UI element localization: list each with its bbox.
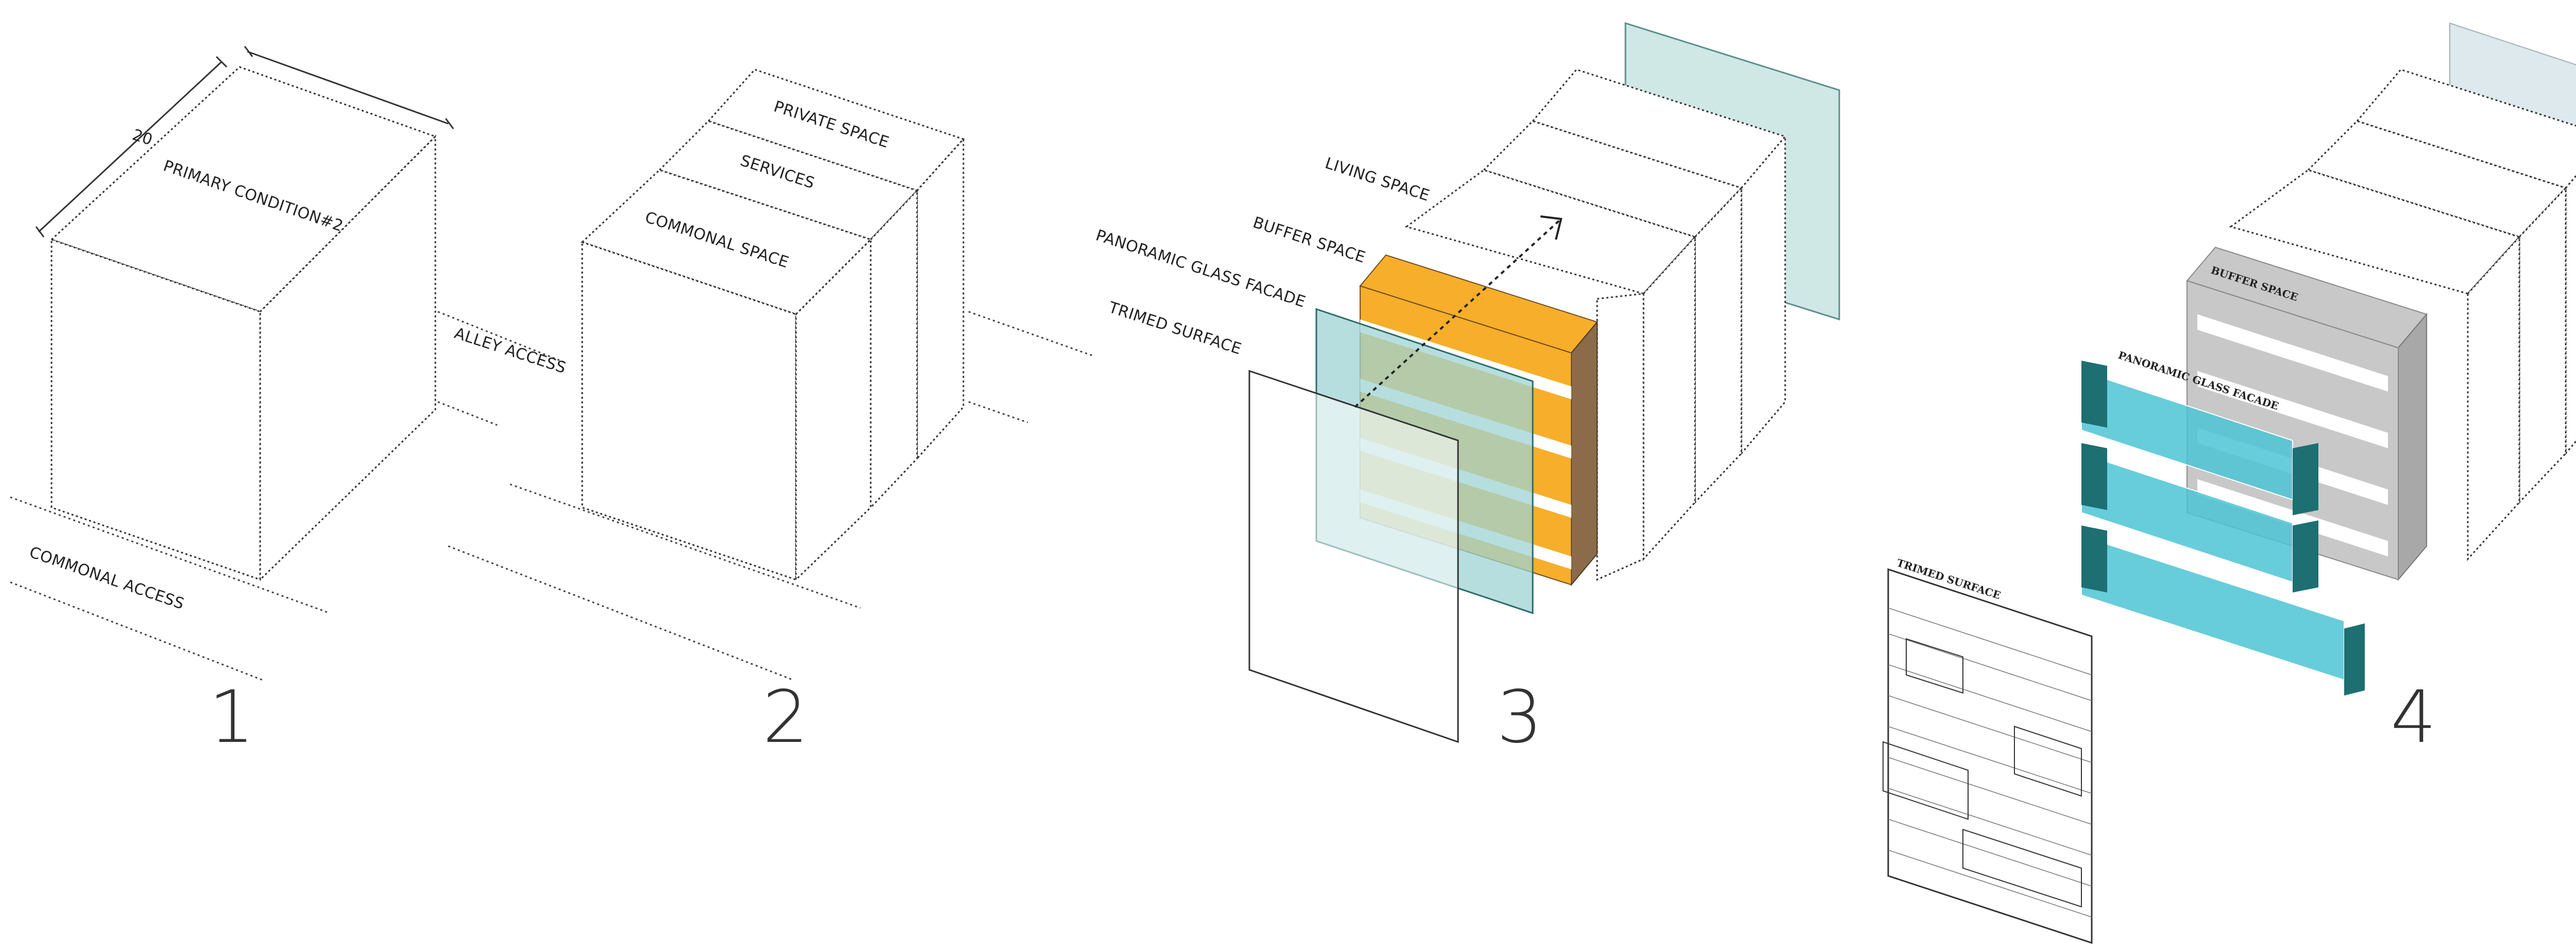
grey-frame-side: [2398, 313, 2427, 581]
living-block-2-side: [1694, 186, 1742, 504]
block-1-side: [259, 134, 436, 582]
commonal-space-side: [795, 238, 872, 582]
commonal-line-upper: [510, 483, 861, 609]
stage-number-3: 3: [1497, 675, 1543, 759]
living-space-label: LIVING SPACE: [1323, 154, 1432, 205]
living-block-3-side: [1642, 235, 1696, 561]
stage-number-2: 2: [762, 675, 808, 759]
commonal-line-lower: [448, 545, 794, 681]
stage-2: PRIVATE SPACE SERVICES COMMONAL SPACE AL…: [437, 69, 1093, 759]
alley-line-right-upper: [968, 311, 1093, 357]
commonal-access-line-lower: [10, 581, 263, 681]
living-block-3-side: [2467, 235, 2520, 561]
trimmed-surface-texture: [1888, 607, 2092, 918]
panoramic-glass-label: PANORAMIC GLASS FACADE: [1094, 226, 1308, 311]
stage-4: BUFFER SPACE PANORAMIC GLASS FACADE TRIM…: [1883, 22, 2576, 944]
trimmed-surface-label: TRIMED SURFACE: [1106, 298, 1244, 359]
services-side: [870, 189, 918, 510]
living-block-1-side: [2565, 175, 2576, 456]
dimension-line-top: [247, 50, 449, 125]
dimension-tick: [35, 226, 45, 238]
living-block-2-side: [2518, 186, 2567, 504]
living-block-front-strip: [1596, 293, 1645, 581]
dimension-tick: [445, 118, 454, 129]
arrow-head: [1540, 215, 1563, 240]
buffer-space-label: BUFFER SPACE: [1251, 213, 1368, 267]
buffer-frame-side: [1571, 320, 1598, 586]
dimension-label: 20: [130, 126, 155, 149]
stage-number-4: 4: [2391, 675, 2436, 759]
commonal-space-front: [581, 241, 797, 581]
trimmed-surface-panel: [1887, 568, 2093, 944]
dimension-tick: [215, 56, 228, 68]
private-space-side: [916, 137, 964, 461]
block-1-top: [50, 66, 437, 313]
stage-number-1: 1: [209, 675, 255, 759]
alley-access-label: ALLEY ACCESS: [452, 324, 568, 377]
alley-access-line-lower: [437, 401, 498, 426]
living-block-3-top: [2229, 169, 2521, 295]
alley-line-right-lower: [968, 401, 1028, 424]
living-block-1-side: [1740, 134, 1786, 456]
glass-fin-assembly: [2081, 361, 2365, 696]
trimmed-surface-panel: [1248, 369, 1459, 743]
dimension-tick: [244, 46, 253, 57]
commonal-access-label: COMMONAL ACCESS: [27, 543, 187, 613]
trimmed-surface-openings: [1883, 638, 2082, 908]
living-block-3-top: [1404, 169, 1697, 295]
stage-3: LIVING SPACE BUFFER SPACE PANORAMIC GLAS…: [1094, 22, 1840, 759]
commonal-space-top: [581, 169, 872, 315]
view-direction-arrow: [1354, 218, 1562, 408]
stage-1: 20 PRIMARY CONDITION#2 COMMONAL ACCESS 1: [10, 46, 454, 759]
dimension-line-left: [38, 61, 223, 233]
